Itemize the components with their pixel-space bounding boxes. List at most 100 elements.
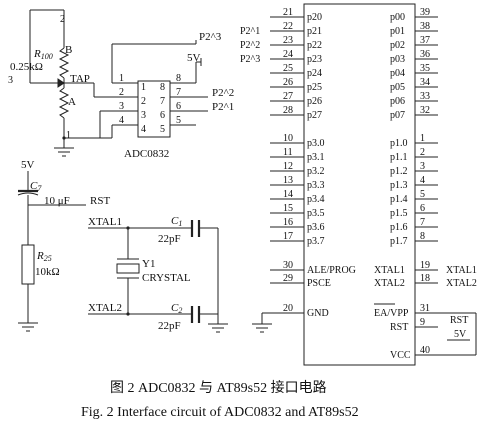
osc-xtal1-label: XTAL1 [88,216,122,228]
mcu-pin-name: p21 [307,26,322,37]
mcu-pin-name: p3.0 [307,138,325,149]
reset-cap-value: 10 μF [44,195,70,207]
mcu-pin-number: 7 [420,217,425,228]
adc-left-pin-4: 4 [119,115,124,126]
mcu-pin-number: 16 [283,217,293,228]
osc-xtal2-label: XTAL2 [88,302,122,314]
mcu-pin-name: p00 [390,12,405,23]
mcu-pin-name: p03 [390,54,405,65]
mcu-pin-number: 36 [420,49,430,60]
pot-upper-zigzag [58,47,70,79]
adc-left-pin-1: 1 [119,73,124,84]
mcu-pin-name: p3.2 [307,166,325,177]
mcu-pin-name: p1.7 [390,236,408,247]
mcu-pin-name: p1.1 [390,152,408,163]
pot-tap-label: TAP [70,73,90,85]
reset-vcc-label: 5V [21,159,35,171]
mcu-pin-number: 25 [283,63,293,74]
mcu-pin-name: p3.3 [307,180,325,191]
osc-c1-value: 22pF [158,233,181,245]
mcu-pin-name: p3.4 [307,194,325,205]
adc-inner-right-5: 5 [160,124,165,135]
mcu-pin-name: p1.6 [390,222,408,233]
adc-inner-right-6: 6 [160,110,165,121]
mcu-pin-name: p1.5 [390,208,408,219]
mcu-pin-net-label: XTAL1 [446,265,477,276]
junction-dot [126,312,130,316]
potentiometer-r100: 2 B R100 0.25kΩ TAP 3 A 1 [8,14,90,141]
mcu-pin-name: p3.1 [307,152,325,163]
mcu-pin-number: 17 [283,231,293,242]
mcu-pin-number: 20 [283,303,293,314]
reset-resistor [21,244,35,285]
mcu-pin-name: p1.3 [390,180,408,191]
reset-cap-curved-plate [17,192,39,196]
mcu-pin-name: p3.7 [307,236,325,247]
mcu-pin-number: 40 [420,345,430,356]
wires [18,9,477,356]
mcu-pin-name: p25 [307,82,322,93]
pot-wiper-arrow [57,78,65,88]
mcu-pin-number: 39 [420,7,430,18]
pot-lower-zigzag [58,87,70,119]
adc-right-pin-5: 5 [176,115,181,126]
pot-pin1-label: 1 [66,130,71,141]
mcu-pin-number: 13 [283,175,293,186]
figure-caption-en: Fig. 2 Interface circuit of ADC0832 and … [81,405,359,420]
mcu-pin-number: 26 [283,77,293,88]
adc-net-p23: P2^3 [199,31,222,43]
adc-inner-left-2: 2 [141,96,146,107]
mcu-pin-number: 37 [420,35,430,46]
osc-crystal-ref: Y1 [142,258,155,270]
mcu-pin-number: 24 [283,49,293,60]
mcu-pin-number: 3 [420,161,425,172]
adc-inner-left-3: 3 [141,110,146,121]
mcu-pin-number: 35 [420,63,430,74]
mcu-pin-net-label: XTAL2 [446,278,477,289]
pot-value-label: 0.25kΩ [10,61,43,73]
mcu-vcc-net-label: 5V [454,329,467,340]
mcu-pin-number: 11 [283,147,293,158]
mcu-pin-name: p1.2 [390,166,408,177]
mcu-pin-number: 2 [420,147,425,158]
mcu-pin-number: 6 [420,203,425,214]
adc-left-pin-2: 2 [119,87,124,98]
mcu-pin-number: 12 [283,161,293,172]
adc-name-label: ADC0832 [124,148,169,160]
reset-res-ref: R25 [36,250,52,263]
pot-ref-label: R100 [33,48,53,61]
adc-net-p21: P2^1 [212,101,234,113]
mcu-rst-net-label: RST [450,315,468,326]
mcu-pin-name: p20 [307,12,322,23]
mcu-pin-number: 14 [283,189,293,200]
adc-left-pin-3: 3 [119,101,124,112]
mcu-pin-name: p3.5 [307,208,325,219]
mcu-pin-number: 9 [420,317,425,328]
mcu-pin-name: p02 [390,40,405,51]
mcu-pin-name: p01 [390,26,405,37]
mcu-pin-name: p1.4 [390,194,408,205]
osc-crystal-name: CRYSTAL [142,272,191,284]
reset-net-label: RST [90,195,110,207]
mcu-pin-name: XTAL1 [374,265,405,276]
mcu-pin-name: p26 [307,96,322,107]
mcu-pin-number: 18 [420,273,430,284]
mcu-pin-net-label: P2^3 [240,54,260,65]
osc-c2-ref: C2 [171,302,182,315]
mcu-pin-number: 27 [283,91,293,102]
pot-pin2-label: 2 [60,14,65,25]
mcu-pin-number: 30 [283,260,293,271]
mcu-pin-name: XTAL2 [374,278,405,289]
mcu-pin-name: VCC [390,350,411,361]
mcu-pin-number: 23 [283,35,293,46]
mcu-pin-number: 38 [420,21,430,32]
mcu-pin-number: 29 [283,273,293,284]
oscillator-circuit: XTAL1 XTAL2 C1 22pF C2 22pF Y1 CRYSTAL [88,215,191,332]
mcu-pin-number: 28 [283,105,293,116]
pot-pin3-label: 3 [8,75,13,86]
adc0832-chip: 1 2 3 4 1 2 3 4 8 7 6 5 8 7 6 5 ADC0832 … [119,31,234,160]
mcu-pin-name: p23 [307,54,322,65]
pot-pin-a-label: A [68,96,76,108]
